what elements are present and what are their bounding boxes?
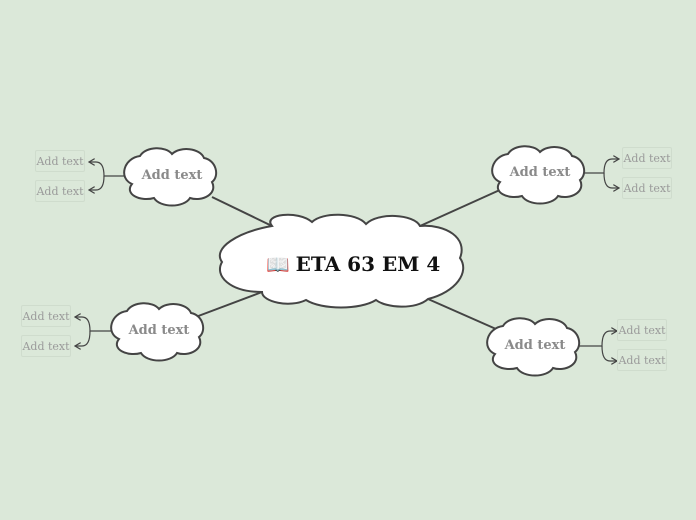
leaf-top-left-1[interactable]: Add text [35, 150, 85, 172]
open-book-icon: 📖 [266, 253, 290, 276]
leaf-bottom-right-1[interactable]: Add text [617, 319, 667, 341]
connector-top-right [419, 188, 503, 227]
central-topic[interactable]: 📖 ETA 63 EM 4 [266, 252, 440, 276]
branch-label-top-left[interactable]: Add text [141, 168, 203, 183]
leaf-connectors-bottom-right [578, 331, 617, 361]
leaf-top-left-2[interactable]: Add text [35, 180, 85, 202]
branch-cloud-top-right-shape[interactable] [491, 145, 586, 205]
leaf-top-right-1[interactable]: Add text [622, 147, 672, 169]
branch-cloud-top-left-shape[interactable] [123, 147, 218, 207]
branch-label-bottom-left[interactable]: Add text [128, 323, 190, 338]
leaf-bottom-right-2[interactable]: Add text [617, 349, 667, 371]
branch-cloud-bottom-right-shape[interactable] [486, 317, 581, 377]
central-cloud-shape[interactable] [219, 213, 465, 309]
connector-top-left [211, 196, 273, 227]
leaf-bottom-left-1[interactable]: Add text [21, 305, 71, 327]
leaf-connectors-top-left [89, 162, 126, 190]
branch-label-bottom-right[interactable]: Add text [504, 338, 566, 353]
branch-label-top-right[interactable]: Add text [509, 165, 571, 180]
leaf-bottom-left-2[interactable]: Add text [21, 335, 71, 357]
leaf-top-right-2[interactable]: Add text [622, 177, 672, 199]
connector-bottom-right [427, 298, 497, 330]
branch-cloud-bottom-left-shape[interactable] [110, 302, 205, 362]
central-topic-label: ETA 63 EM 4 [295, 252, 441, 276]
leaf-connectors-top-right [583, 159, 619, 188]
connector-bottom-left [192, 291, 263, 319]
leaf-connectors-bottom-left [75, 317, 113, 346]
